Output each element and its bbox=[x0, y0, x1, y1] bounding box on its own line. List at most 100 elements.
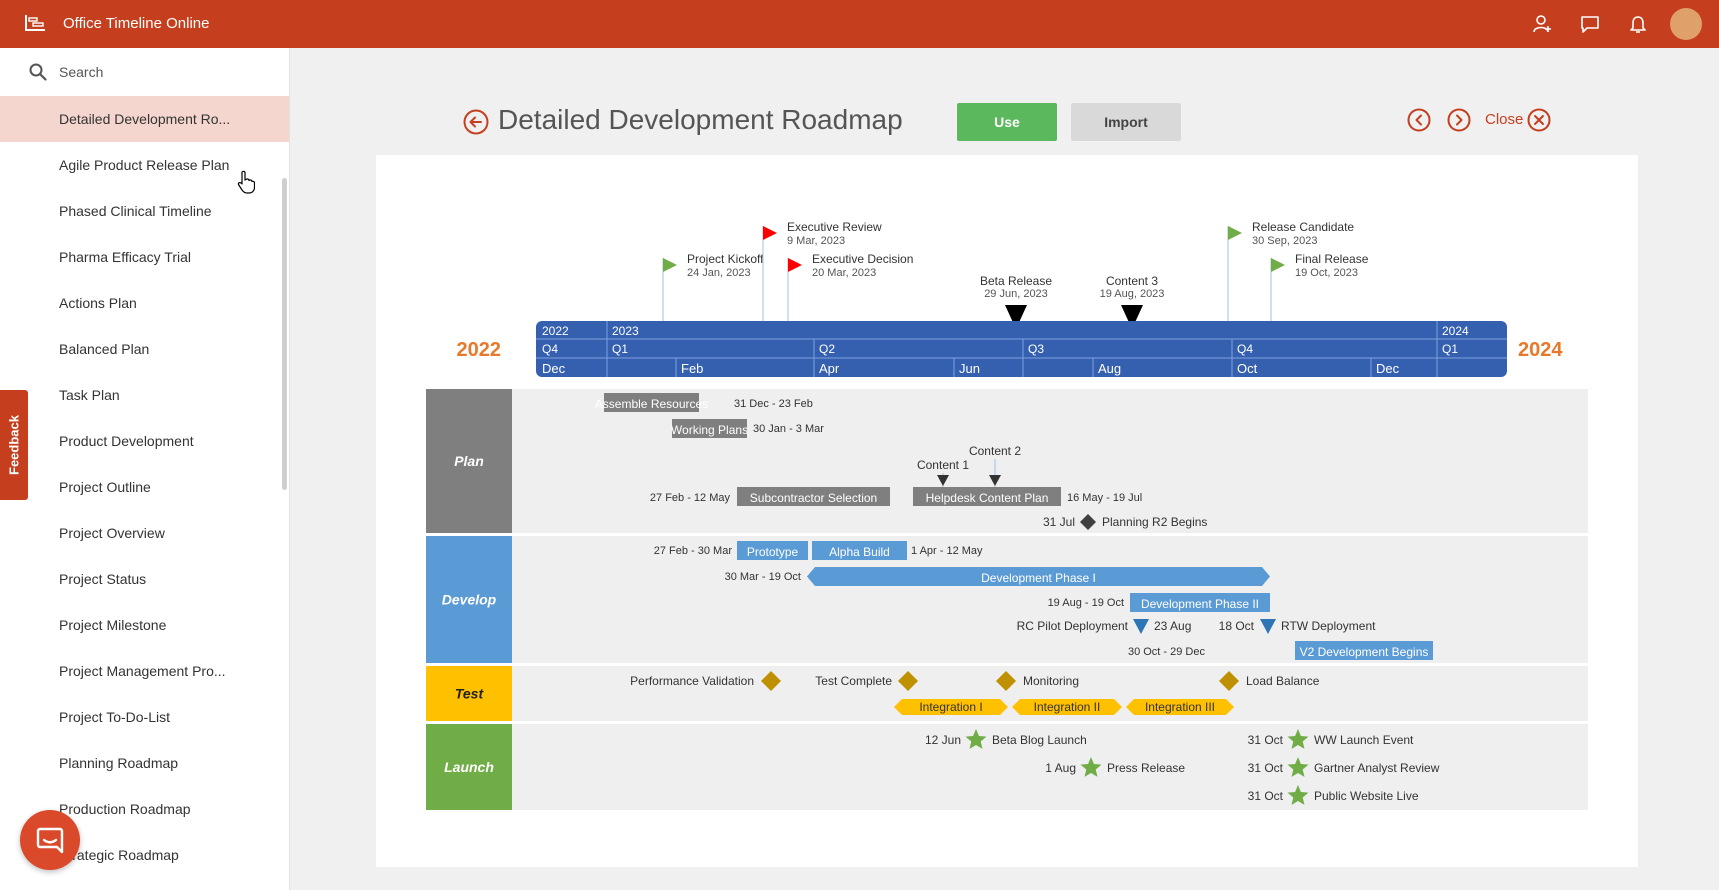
milestone-beta-blog-launch: Beta Blog Launch bbox=[992, 733, 1087, 747]
sidebar-scrollbar[interactable] bbox=[282, 178, 287, 490]
task-assemble-resources bbox=[604, 393, 699, 412]
prev-icon[interactable] bbox=[1407, 108, 1431, 132]
sidebar-item-pharma-efficacy-trial[interactable]: Pharma Efficacy Trial bbox=[59, 249, 192, 265]
top-milestone-date-5: 30 Sep, 2023 bbox=[1252, 235, 1317, 247]
task-dates-4: 27 Feb - 30 Mar bbox=[654, 545, 733, 557]
milestone-press-release-marker bbox=[1080, 757, 1102, 777]
milestone-monitoring-marker bbox=[996, 671, 1016, 691]
milestone-press-release-date: 1 Aug bbox=[1045, 761, 1076, 775]
top-milestone-title-4: Content 3 bbox=[1106, 274, 1158, 288]
milestone-gartner-analyst-review-date: 31 Oct bbox=[1248, 761, 1284, 775]
sidebar-item-task-plan[interactable]: Task Plan bbox=[59, 387, 120, 403]
chat-icon[interactable] bbox=[1579, 13, 1601, 35]
swimlane-title-plan: Plan bbox=[454, 453, 484, 469]
milestone-date-rtw: 18 Oct bbox=[1219, 619, 1255, 633]
sidebar-item-balanced-plan[interactable]: Balanced Plan bbox=[59, 341, 150, 357]
chat-bubble-icon bbox=[36, 827, 64, 854]
feedback-tab[interactable]: Feedback bbox=[0, 390, 28, 500]
task-integration-1 bbox=[894, 699, 1008, 715]
top-milestone-title-0: Project Kickoff bbox=[687, 252, 764, 266]
task-assemble-resources-label: Assemble Resources bbox=[595, 397, 708, 411]
time-scale bbox=[536, 321, 1507, 377]
task-alpha-build bbox=[812, 541, 907, 560]
help-chat-button[interactable] bbox=[20, 810, 80, 870]
top-milestone-date-3: 29 Jun, 2023 bbox=[984, 288, 1048, 300]
milestone-beta-blog-launch-marker bbox=[965, 729, 987, 749]
task-dates-1: 30 Jan - 3 Mar bbox=[753, 423, 824, 435]
task-dates-3: 16 May - 19 Jul bbox=[1067, 492, 1142, 504]
sidebar-item-project-outline[interactable]: Project Outline bbox=[59, 479, 151, 495]
task-working-plans bbox=[672, 419, 747, 438]
milestone-beta-blog-launch-date: 12 Jun bbox=[925, 733, 961, 747]
sidebar-item-detailed-development-roadmap[interactable]: Detailed Development Ro... bbox=[0, 96, 289, 142]
task-development-phase-2 bbox=[1130, 593, 1270, 612]
app-logo-icon[interactable] bbox=[24, 14, 46, 32]
page-title: Detailed Development Roadmap bbox=[498, 104, 903, 135]
task-dates-2: 27 Feb - 12 May bbox=[650, 492, 731, 504]
sidebar-item-project-milestone[interactable]: Project Milestone bbox=[59, 617, 167, 633]
sidebar: Detailed Development Ro... Agile Product… bbox=[0, 48, 290, 890]
milestone-gartner-analyst-review: Gartner Analyst Review bbox=[1314, 761, 1440, 775]
sidebar-item-strategic-roadmap[interactable]: Strategic Roadmap bbox=[59, 847, 179, 863]
bell-icon[interactable] bbox=[1627, 13, 1649, 35]
milestone-public-website-live: Public Website Live bbox=[1314, 789, 1419, 803]
back-arrow-icon[interactable] bbox=[463, 109, 489, 135]
milestone-test-complete-marker bbox=[898, 671, 918, 691]
top-milestone-title-6: Final Release bbox=[1295, 252, 1369, 266]
close-icon[interactable] bbox=[1527, 108, 1551, 132]
scale-quarter-3: Q3 bbox=[1028, 342, 1044, 356]
sidebar-item-product-development[interactable]: Product Development bbox=[59, 433, 194, 449]
swimlane-header-launch bbox=[426, 724, 512, 810]
sidebar-item-planning-roadmap[interactable]: Planning Roadmap bbox=[59, 755, 179, 771]
next-icon[interactable] bbox=[1447, 108, 1471, 132]
use-button[interactable]: Use bbox=[957, 103, 1057, 141]
task-dates-6: 30 Mar - 19 Oct bbox=[725, 571, 801, 583]
search-input[interactable] bbox=[59, 58, 269, 86]
sidebar-item-production-roadmap[interactable]: Production Roadmap bbox=[59, 801, 191, 817]
top-milestone-2 bbox=[788, 258, 802, 272]
sidebar-item-project-management-pro[interactable]: Project Management Pro... bbox=[59, 663, 226, 679]
scale-month-0: Dec bbox=[542, 361, 566, 376]
import-button[interactable]: Import bbox=[1071, 103, 1181, 141]
task-development-phase-1 bbox=[807, 567, 1270, 586]
task-v2-development-begins bbox=[1295, 641, 1433, 660]
task-dates-8: 30 Oct - 29 Dec bbox=[1128, 646, 1206, 658]
scale-month-3: Jun bbox=[959, 361, 980, 376]
task-subcontractor-selection-label: Subcontractor Selection bbox=[750, 491, 877, 505]
top-milestone-title-1: Executive Review bbox=[787, 220, 882, 234]
task-development-phase-1-label: Development Phase I bbox=[981, 571, 1096, 585]
task-dates-0: 31 Dec - 23 Feb bbox=[734, 398, 813, 410]
milestone-test-complete: Test Complete bbox=[815, 674, 892, 688]
milestone-performance-validation: Performance Validation bbox=[630, 674, 754, 688]
task-dates-5: 1 Apr - 12 May bbox=[911, 545, 983, 557]
milestone-content-1: Content 1 bbox=[917, 458, 969, 472]
top-milestone-date-6: 19 Oct, 2023 bbox=[1295, 267, 1358, 279]
avatar[interactable] bbox=[1670, 8, 1702, 40]
scale-quarter-0: Q4 bbox=[542, 342, 558, 356]
task-integration-2 bbox=[1012, 699, 1122, 715]
sidebar-item-project-to-do-list[interactable]: Project To-Do-List bbox=[59, 709, 171, 725]
sidebar-item-agile-product-release-plan[interactable]: Agile Product Release Plan bbox=[59, 157, 230, 173]
milestone-load-balance: Load Balance bbox=[1246, 674, 1320, 688]
sidebar-item-phased-clinical-timeline[interactable]: Phased Clinical Timeline bbox=[59, 203, 212, 219]
swimlane-title-test: Test bbox=[455, 686, 485, 702]
scale-month-4: Aug bbox=[1098, 361, 1121, 376]
close-button[interactable]: Close bbox=[1485, 111, 1524, 128]
sidebar-item-project-status[interactable]: Project Status bbox=[59, 571, 147, 587]
cursor-icon bbox=[237, 170, 255, 194]
milestone-gartner-analyst-review-marker bbox=[1287, 757, 1309, 777]
milestone-rc-pilot-marker bbox=[1133, 619, 1149, 634]
task-helpdesk-content-plan bbox=[913, 487, 1061, 506]
task-working-plans-label: Working Plans bbox=[671, 423, 748, 437]
sidebar-item-project-overview[interactable]: Project Overview bbox=[59, 525, 165, 541]
milestone-rc-pilot: RC Pilot Deployment bbox=[1017, 619, 1129, 633]
milestone-load-balance-marker bbox=[1219, 671, 1239, 691]
milestone-planning-r2: Planning R2 Begins bbox=[1102, 515, 1207, 529]
milestone-content-2: Content 2 bbox=[969, 444, 1021, 458]
user-add-icon[interactable] bbox=[1531, 13, 1553, 35]
task-prototype-label: Prototype bbox=[747, 545, 799, 559]
milestone-rtw-marker bbox=[1260, 619, 1276, 634]
sidebar-item-actions-plan[interactable]: Actions Plan bbox=[59, 295, 137, 311]
